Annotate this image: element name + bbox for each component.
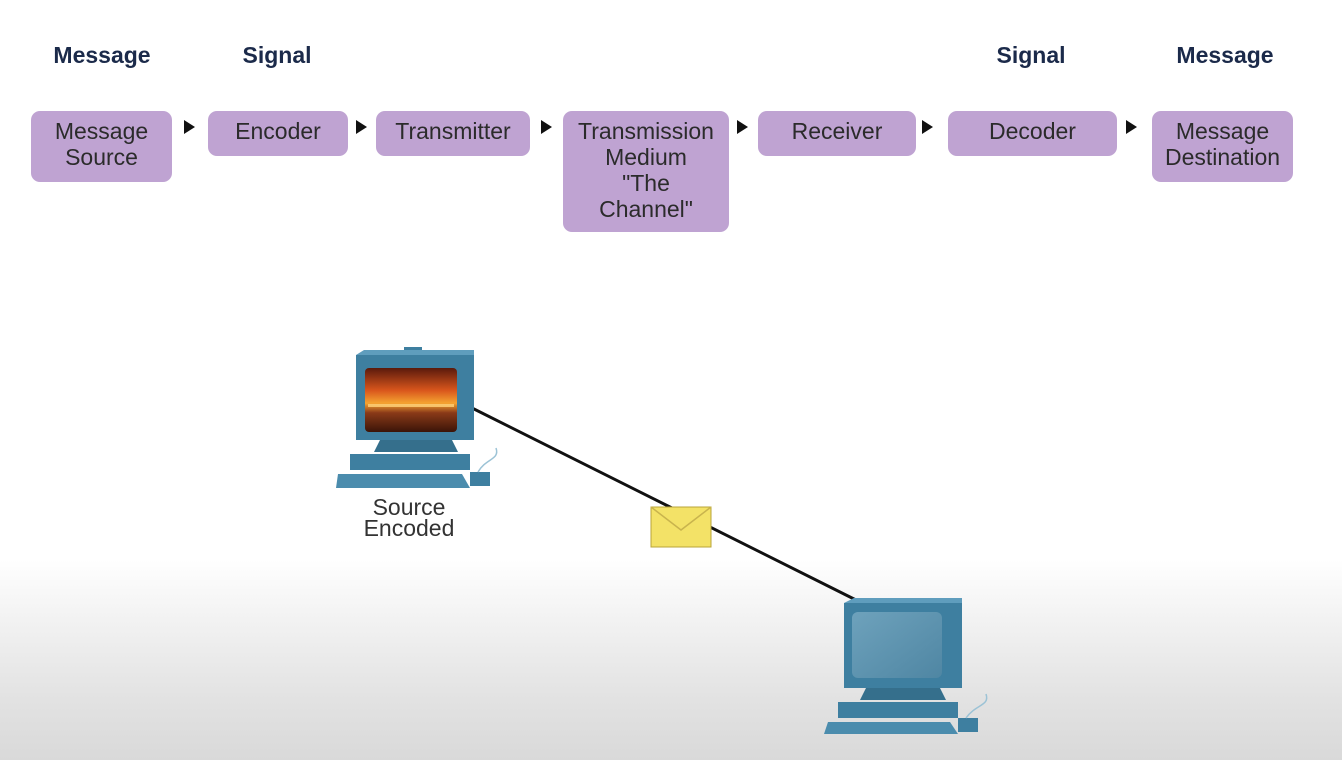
source-computer-icon	[336, 347, 498, 488]
arrow-icon	[356, 120, 367, 134]
decoder-box: Decoder	[948, 111, 1117, 156]
message-source-box: Message Source	[31, 111, 172, 182]
transmission-medium-box: Transmission Medium "The Channel"	[563, 111, 729, 232]
encoder-box: Encoder	[208, 111, 348, 156]
envelope-icon	[650, 506, 712, 548]
arrow-icon	[737, 120, 748, 134]
encoded-label: Encoded	[363, 515, 455, 541]
arrow-icon	[541, 120, 552, 134]
header-message-right: Message	[1176, 42, 1274, 68]
header-signal-left: Signal	[242, 42, 312, 68]
arrow-icon	[1126, 120, 1137, 134]
transmitter-box: Transmitter	[376, 111, 530, 156]
arrow-icon	[922, 120, 933, 134]
header-signal-right: Signal	[996, 42, 1066, 68]
network-cable	[469, 405, 863, 605]
header-message-left: Message	[53, 42, 151, 68]
arrow-icon	[184, 120, 195, 134]
source-label: Source	[372, 494, 446, 520]
message-destination-box: Message Destination	[1152, 111, 1293, 182]
receiver-box: Receiver	[758, 111, 916, 156]
destination-computer-icon	[824, 598, 988, 734]
